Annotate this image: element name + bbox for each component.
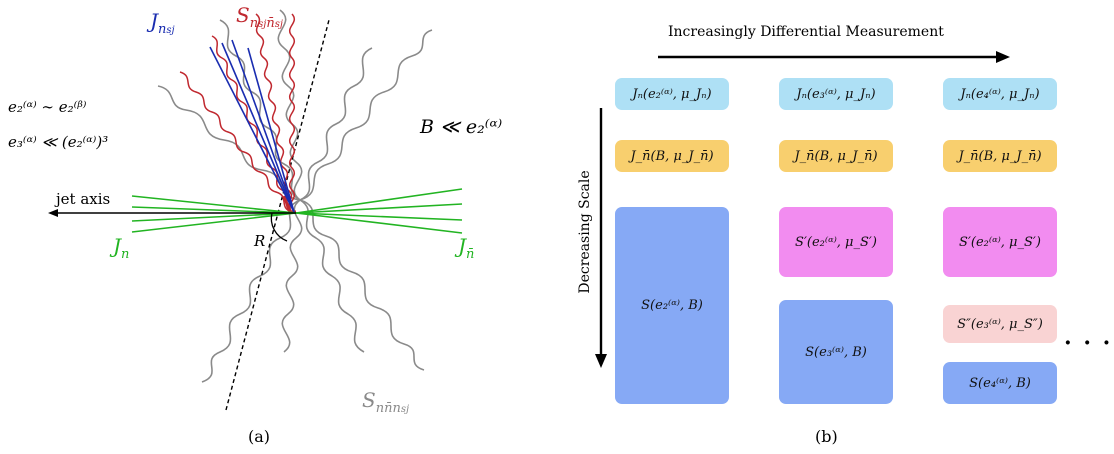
box-jn-e4: Jₙ(e₄⁽ᵅ⁾, μ_Jₙ): [943, 78, 1057, 110]
top-arrow-label: Increasingly Differential Measurement: [668, 24, 944, 40]
caption-b: (b): [815, 427, 838, 446]
dashed-line: [225, 19, 330, 411]
condition-1: e₂⁽ᵅ⁾ ∼ e₂⁽ᵝ⁾: [8, 98, 87, 116]
box-soft-e4: S(e₄⁽ᵅ⁾, B): [943, 362, 1057, 404]
box-jnbar-2: J_n̄(B, μ_J_n̄): [779, 140, 893, 172]
subjet-soft-lines: [179, 13, 295, 213]
box-sdoubleprime: S″(e₃⁽ᵅ⁾, μ_S″): [943, 305, 1057, 343]
side-arrow-label: Decreasing Scale: [577, 170, 593, 294]
box-jnbar-3: J_n̄(B, μ_J_n̄): [943, 140, 1057, 172]
caption-a: (a): [248, 427, 271, 446]
box-jn-e3: Jₙ(e₃⁽ᵅ⁾, μ_Jₙ): [779, 78, 893, 110]
side-arrowhead: [595, 354, 607, 368]
jet-collinear-lines: [131, 188, 463, 234]
condition-2: e₃⁽ᵅ⁾ ≪ (e₂⁽ᵅ⁾)³: [8, 133, 109, 151]
jet-axis-label: jet axis: [56, 190, 111, 208]
label-S-subjet: Snsjn̄sj: [236, 3, 283, 31]
radius-arc: [270, 212, 288, 242]
jet-axis-arrowhead: [48, 209, 58, 217]
label-R: R: [254, 232, 266, 250]
top-arrowhead: [996, 51, 1010, 63]
box-jnbar-1: J_n̄(B, μ_J_n̄): [615, 140, 729, 172]
soft-radiation-lines: [157, 9, 433, 383]
label-S-global: Snn̄nsj: [362, 388, 410, 416]
box-soft-e2: S(e₂⁽ᵅ⁾, B): [615, 207, 729, 404]
box-jn-e2: Jₙ(e₂⁽ᵅ⁾, μ_Jₙ): [615, 78, 729, 110]
subjet-collinear-lines: [209, 39, 295, 213]
label-J-n: Jn: [113, 234, 130, 262]
box-sprime-col3: S′(e₂⁽ᵅ⁾, μ_S′): [943, 207, 1057, 277]
label-J-nbar: Jn̄: [458, 234, 475, 262]
condition-B: B ≪ e₂⁽ᵅ⁾: [420, 116, 503, 138]
label-J-nsj: Jnsj: [150, 9, 175, 37]
box-soft-e3: S(e₃⁽ᵅ⁾, B): [779, 300, 893, 404]
box-sprime-col2: S′(e₂⁽ᵅ⁾, μ_S′): [779, 207, 893, 277]
ellipsis: · · ·: [1064, 330, 1113, 356]
